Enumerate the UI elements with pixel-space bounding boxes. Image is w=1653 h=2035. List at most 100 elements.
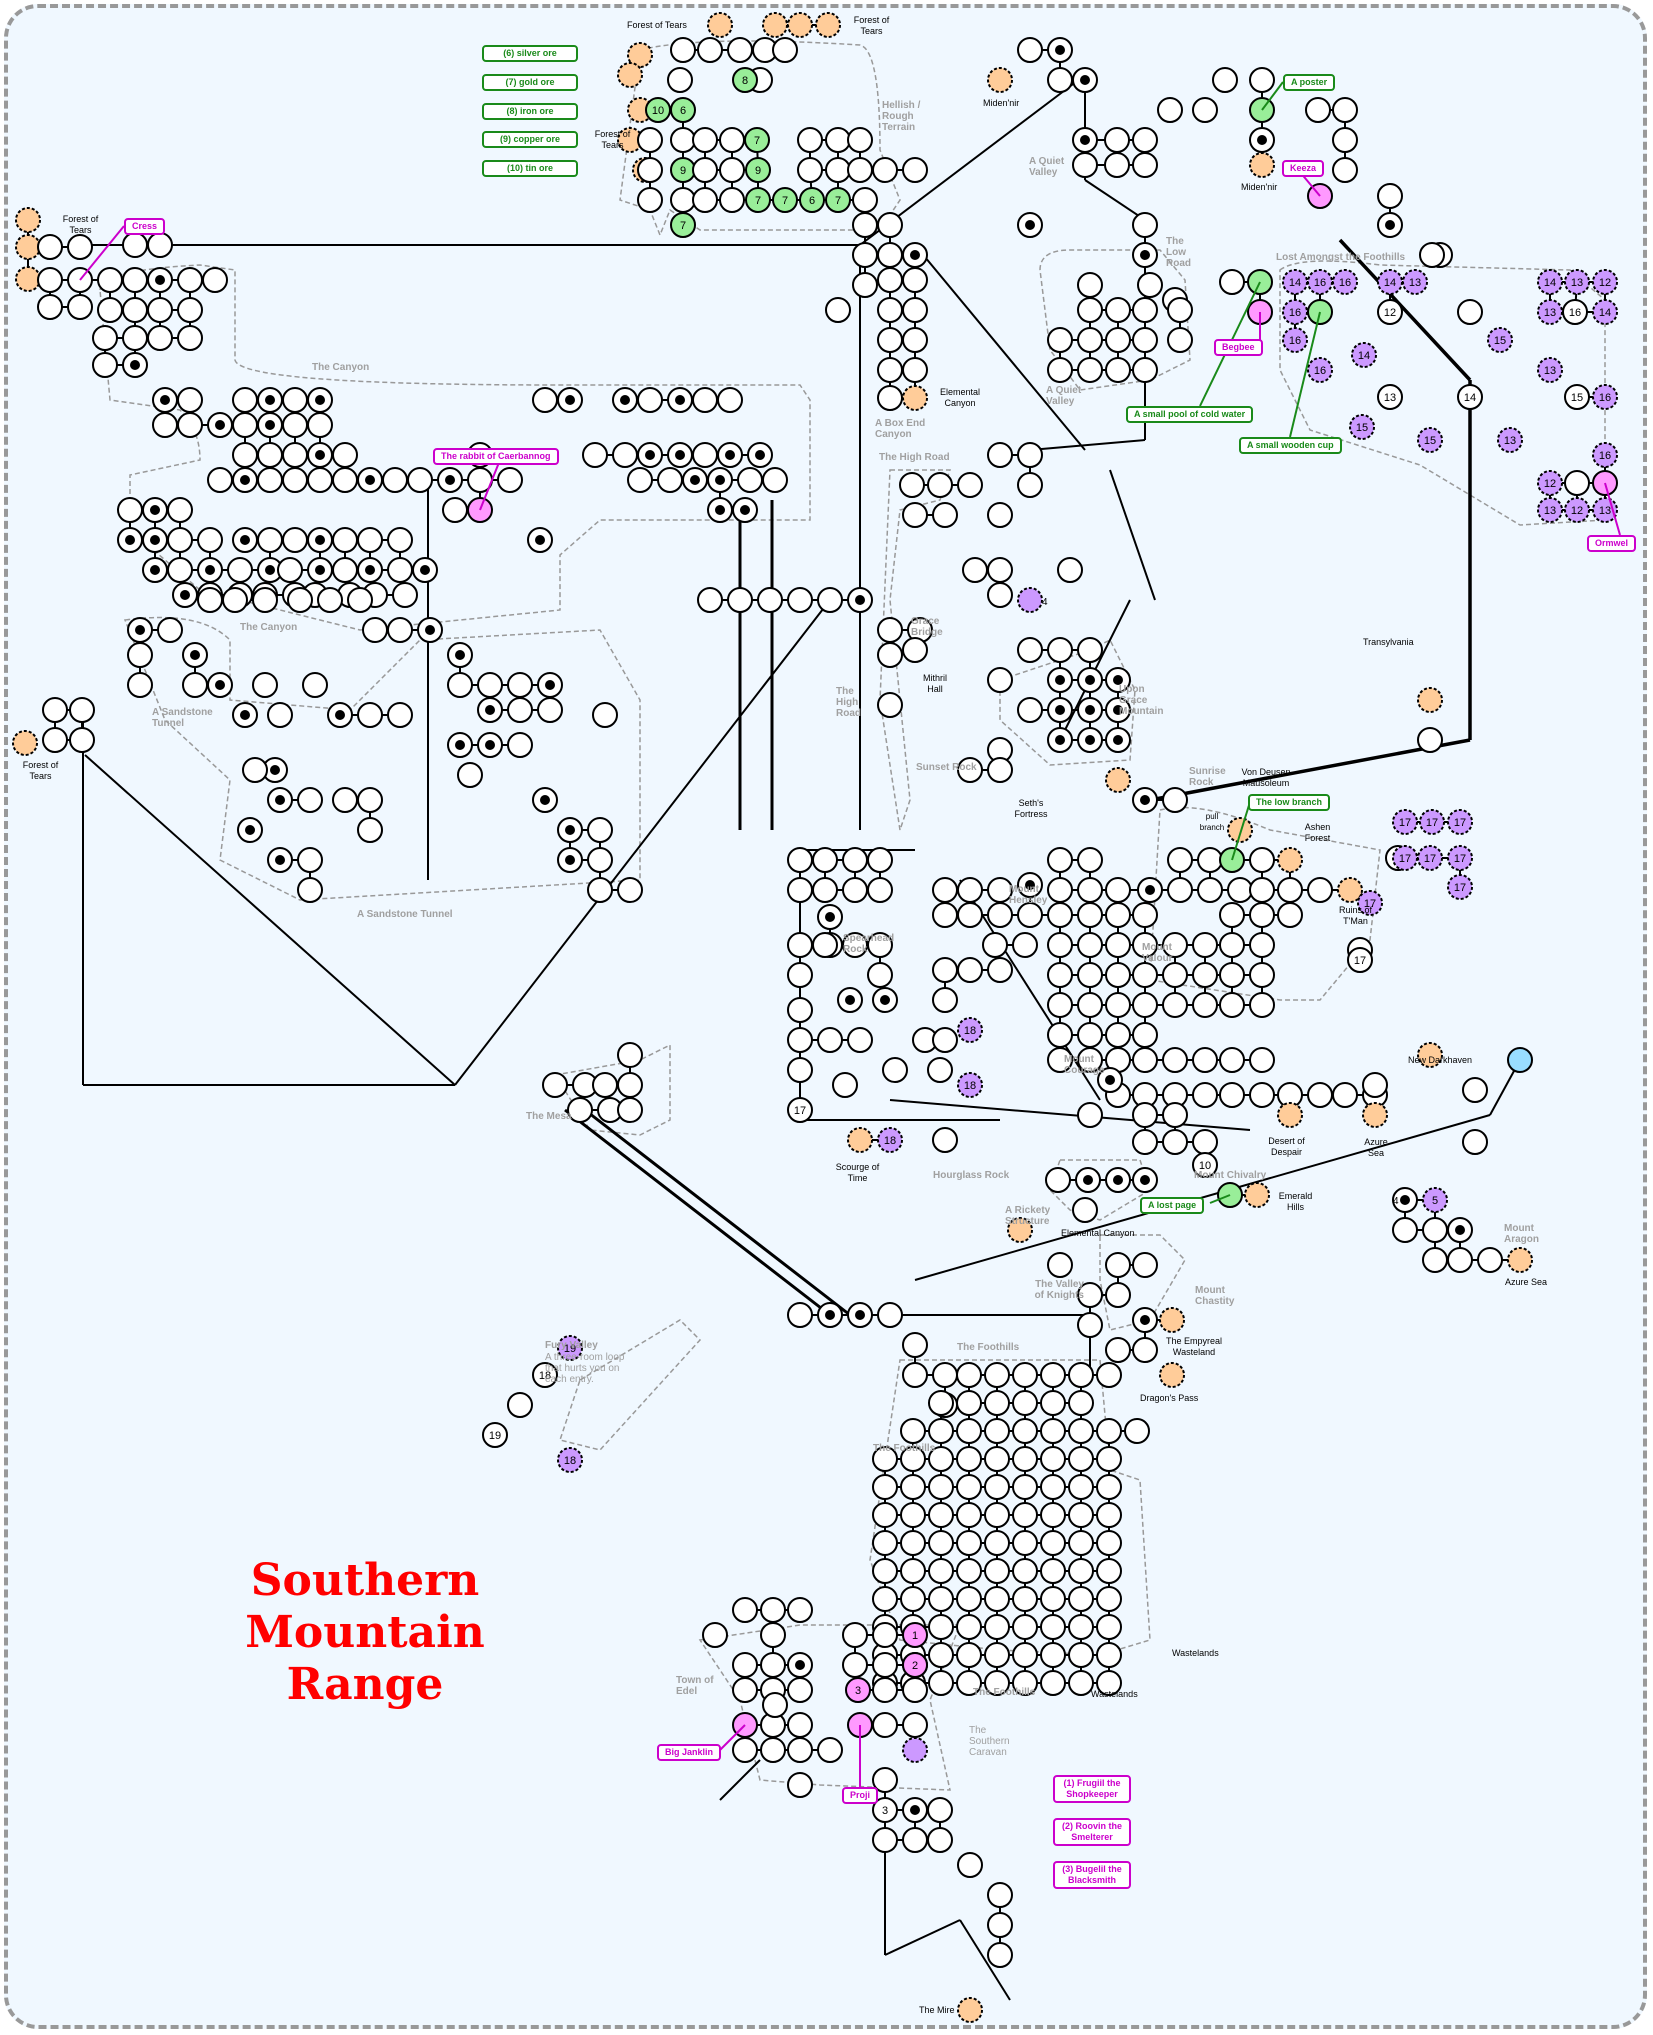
room-node [1105, 1252, 1131, 1278]
exit-label: Elemental Canyon [939, 387, 981, 408]
room-node [1167, 877, 1193, 903]
npc-tag-rabbit[interactable]: The rabbit of Caerbannog [433, 448, 559, 465]
room-number: 14 [1464, 392, 1476, 404]
exit-node [15, 207, 41, 233]
room-node [1332, 157, 1358, 183]
room-marker [445, 475, 455, 485]
tag-leader-line [1231, 801, 1251, 861]
room-node [877, 242, 903, 268]
room-marker [365, 565, 375, 575]
room-node [787, 962, 813, 988]
special-node [1537, 269, 1563, 295]
special-node [1537, 357, 1563, 383]
room-number: 14 [1544, 277, 1556, 289]
room-node [877, 267, 903, 293]
item-tag-cup[interactable]: A small wooden cup [1239, 437, 1342, 454]
npc-tag-keeza[interactable]: Keeza [1282, 160, 1325, 177]
exit-label: Ruins of T'Man [1338, 905, 1373, 926]
item-tag-pool[interactable]: A small pool of cold water [1126, 406, 1254, 423]
room-marker [1085, 705, 1095, 715]
room-marker [1385, 220, 1395, 230]
tag-leader-line [1289, 311, 1321, 438]
npc-node [902, 1622, 928, 1648]
room-node [587, 817, 613, 843]
room-marker [240, 535, 250, 545]
room-node [1104, 127, 1130, 153]
room-node [902, 1677, 928, 1703]
room-node [442, 497, 468, 523]
room-node [612, 442, 638, 468]
room-node [97, 267, 123, 293]
room-node [222, 587, 248, 613]
room-marker [1085, 735, 1095, 745]
room-node [1105, 932, 1131, 958]
room-node [617, 1042, 643, 1068]
npc-tag-ormwel[interactable]: Ormwel [1587, 535, 1637, 552]
room-marker [755, 450, 765, 460]
room-node [787, 1772, 813, 1798]
room-node [987, 557, 1013, 583]
item-tag-poster[interactable]: A poster [1283, 74, 1336, 91]
room-node [787, 997, 813, 1023]
npc-tag-proji[interactable]: Proji [842, 1787, 879, 1804]
special-node [1349, 414, 1375, 440]
room-node [542, 1072, 568, 1098]
room-marker [240, 475, 250, 485]
room-node [232, 412, 258, 438]
room-number: 2 [912, 1660, 918, 1672]
room-node [956, 1642, 982, 1668]
area-boundary [553, 1043, 671, 1136]
room-node [1167, 297, 1193, 323]
room-node [1012, 1474, 1038, 1500]
npc-tag-begbee[interactable]: Begbee [1214, 339, 1263, 356]
exit-label: Desert of Despair [1268, 1136, 1305, 1157]
room-node [1219, 962, 1245, 988]
room-node [877, 692, 903, 718]
room-marker [565, 825, 575, 835]
room-node [1068, 1558, 1094, 1584]
area-label: The Mesa [526, 1111, 572, 1122]
room-node [842, 847, 868, 873]
room-node [1040, 1362, 1066, 1388]
room-marker [455, 740, 465, 750]
room-node [1105, 1282, 1131, 1308]
room-marker [1455, 1225, 1465, 1235]
npc-tag-cress[interactable]: Cress [124, 218, 166, 235]
room-node [1105, 877, 1131, 903]
room-node [1017, 637, 1043, 663]
room-node [900, 1530, 926, 1556]
room-node [957, 1852, 983, 1878]
exit-label: Azure Sea [1505, 1277, 1548, 1287]
room-number: 16 [1599, 450, 1611, 462]
npc-tag-big-janklin[interactable]: Big Janklin [657, 1744, 722, 1761]
room-node [847, 127, 873, 153]
item-tag-lost-page[interactable]: A lost page [1140, 1197, 1205, 1214]
room-node [69, 697, 95, 723]
room-node [297, 787, 323, 813]
room-node [852, 212, 878, 238]
room-node [1077, 1047, 1103, 1073]
room-node [1012, 932, 1038, 958]
room-node [1068, 1642, 1094, 1668]
area-label: The Foothills [957, 1342, 1020, 1353]
room-marker [1145, 885, 1155, 895]
room-node [1162, 1129, 1188, 1155]
room-node [817, 1737, 843, 1763]
room-node [1012, 1446, 1038, 1472]
room-node [812, 847, 838, 873]
room-node [1137, 272, 1163, 298]
room-node [928, 1446, 954, 1472]
room-marker [855, 1310, 865, 1320]
room-node [287, 587, 313, 613]
room-node [587, 877, 613, 903]
room-node [817, 1027, 843, 1053]
exit-node [1337, 877, 1363, 903]
map-path [584, 1108, 851, 1317]
room-node [497, 467, 523, 493]
room-node [902, 297, 928, 323]
item-tag-low-branch[interactable]: The low branch [1248, 794, 1331, 811]
room-node [1477, 1247, 1503, 1273]
room-node [1096, 1558, 1122, 1584]
room-node [362, 617, 388, 643]
